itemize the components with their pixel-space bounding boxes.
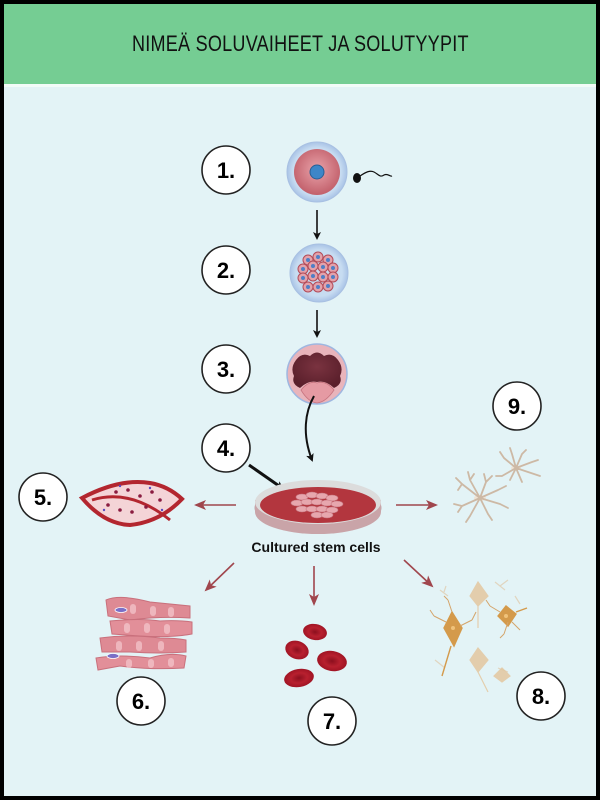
arrow-3-to-dish: [304, 395, 315, 462]
header-banner: NIMEÄ SOLUVAIHEET JA SOLUTYYPIT: [4, 4, 596, 84]
label-1: 1.: [201, 145, 251, 195]
glial-cells-icon: [453, 447, 541, 523]
label-6: 6.: [116, 676, 166, 726]
label-3: 3.: [201, 344, 251, 394]
red-blood-cells-icon: [284, 623, 347, 688]
label-3-text: 3.: [217, 357, 235, 382]
label-8: 8.: [516, 671, 566, 721]
cardiac-muscle-icon: [95, 596, 193, 671]
label-8-text: 8.: [532, 684, 550, 709]
label-7: 7.: [307, 696, 357, 746]
label-9-text: 9.: [508, 394, 526, 419]
nerve-cells-icon: [429, 579, 528, 693]
label-2: 2.: [201, 245, 251, 295]
worksheet-frame: NIMEÄ SOLUVAIHEET JA SOLUTYYPIT: [4, 4, 596, 796]
label-6-text: 6.: [132, 689, 150, 714]
blastocyst-icon: [286, 343, 348, 405]
label-2-text: 2.: [217, 258, 235, 283]
stem-cell-diagram: 1. 2.: [18, 141, 566, 746]
label-5-text: 5.: [34, 485, 52, 510]
label-9: 9.: [492, 381, 542, 431]
label-5: 5.: [18, 472, 68, 522]
label-1-text: 1.: [217, 158, 235, 183]
label-7-text: 7.: [323, 709, 341, 734]
arrow-to-8: [403, 559, 434, 588]
label-4: 4.: [201, 423, 251, 473]
page-title: NIMEÄ SOLUVAIHEET JA SOLUTYYPIT: [131, 31, 469, 56]
header-divider: [4, 84, 596, 87]
label-4-text: 4.: [217, 436, 235, 461]
sperm-icon: [353, 170, 393, 183]
arrow-to-6: [204, 562, 235, 592]
cultured-cells: [290, 491, 344, 519]
morula-icon: [289, 243, 349, 303]
dish-caption: Cultured stem cells: [251, 539, 380, 555]
egg-cell-icon: [286, 141, 348, 203]
arrow-label4-to-dish: [248, 463, 284, 490]
smooth-muscle-icon: [78, 480, 185, 528]
petri-dish-icon: [254, 480, 382, 534]
